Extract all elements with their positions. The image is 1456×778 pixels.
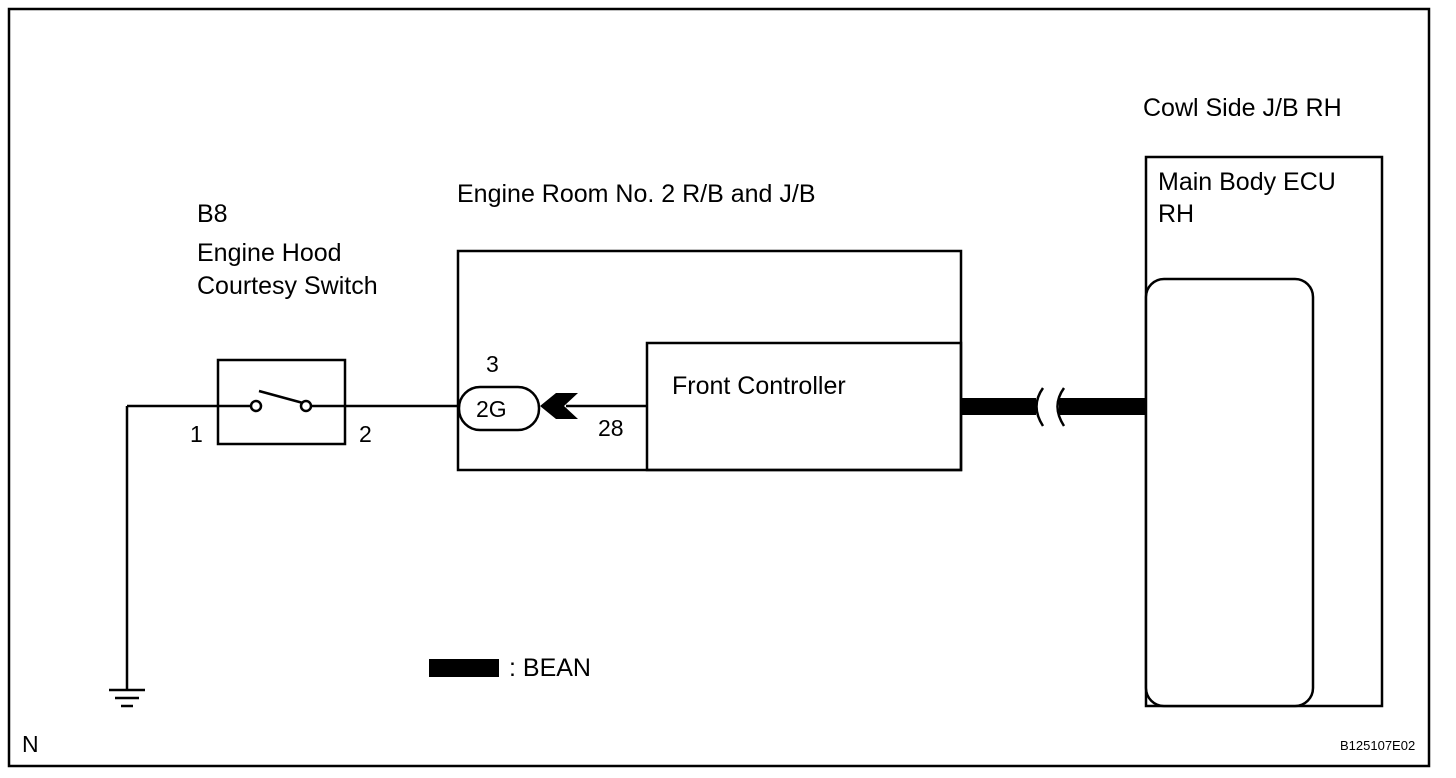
- ecu-name-line2: RH: [1158, 200, 1194, 228]
- connector-pin-number: 3: [486, 351, 499, 377]
- front-controller-box: [645, 341, 963, 472]
- main-body-ecu-box: [1144, 277, 1315, 708]
- ecu-name-line1: Main Body ECU: [1158, 168, 1336, 196]
- connector-2g: [457, 385, 541, 432]
- corner-letter: N: [22, 731, 39, 757]
- controller-pin-number: 28: [598, 415, 624, 441]
- switch-code: B8: [197, 200, 228, 228]
- legend-bean-label: : BEAN: [509, 654, 591, 682]
- cowl-side-title: Cowl Side J/B RH: [1143, 94, 1342, 122]
- legend-bean-swatch: [429, 659, 499, 677]
- diagram-frame: [7, 7, 1431, 768]
- switch-box: [216, 358, 347, 446]
- connector-arrow-icon: [540, 393, 578, 419]
- ground-symbol-icon: [109, 688, 145, 708]
- switch-name-line1: Engine Hood: [197, 239, 342, 267]
- switch-name-line2: Courtesy Switch: [197, 272, 378, 300]
- bean-bus-line: [961, 387, 1146, 427]
- ground-wire: [125, 404, 218, 690]
- switch-pin-1: 1: [190, 421, 203, 447]
- switch-contact-icon: [249, 389, 313, 413]
- switch-pin-2: 2: [359, 421, 372, 447]
- connector-label: 2G: [476, 396, 507, 422]
- figure-code: B125107E02: [1340, 738, 1415, 753]
- junction-block-box: [456, 249, 963, 472]
- junction-block-title: Engine Room No. 2 R/B and J/B: [457, 180, 816, 208]
- front-controller-name: Front Controller: [672, 372, 846, 400]
